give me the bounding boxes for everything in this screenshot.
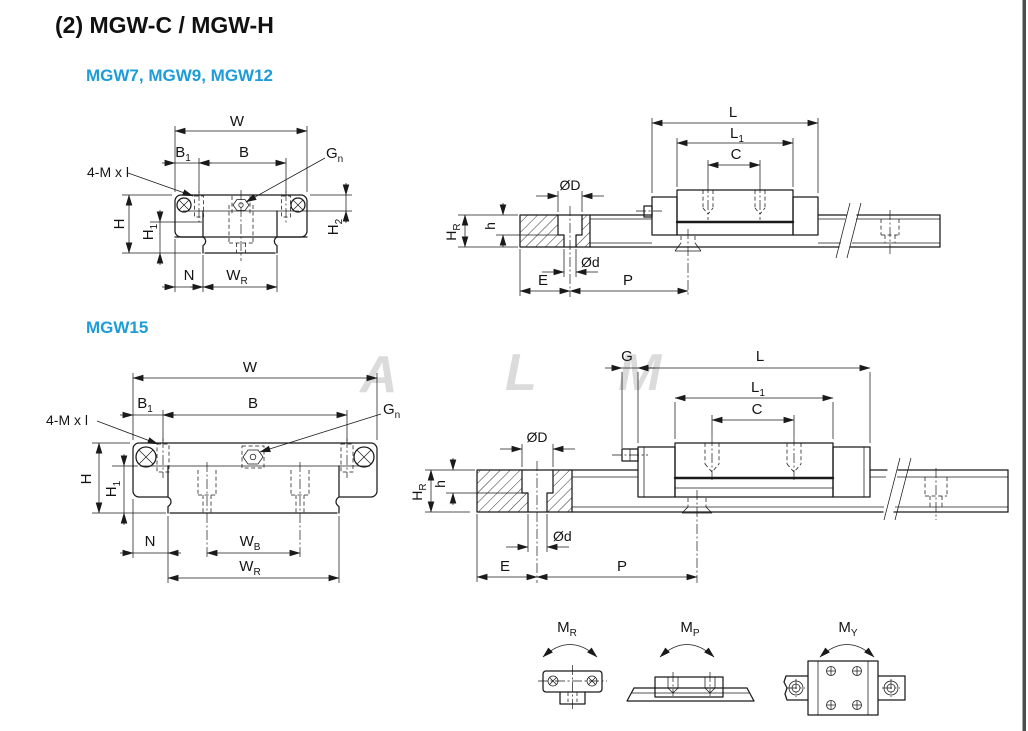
pitch-view-icon (627, 672, 754, 701)
oil-hole-icon (243, 450, 263, 464)
dim-label-w-front2: W (243, 359, 258, 376)
watermark: A L M (358, 344, 663, 404)
dim-label-p-side1: P (623, 272, 633, 289)
dim-label-h1-front1: H1 (140, 223, 160, 240)
mount-hole-icon (136, 447, 156, 467)
dim-label-g-side2: G (621, 348, 633, 365)
dim-label-hr-side1: HR (443, 223, 463, 240)
dim-label-od-side2: ØD (527, 429, 548, 445)
dim-label-p-side2: P (617, 558, 627, 575)
dim-label-b1-front2: B1 (137, 395, 153, 415)
dim-label-c-side1: C (731, 146, 742, 163)
dim-label-gn-front1: Gn (326, 145, 343, 165)
dim-label-c-side2: C (752, 401, 763, 418)
mount-hole-icon (177, 198, 191, 212)
watermark-letter-m: M (618, 344, 663, 402)
dim-label-od-side1: ØD (560, 177, 581, 193)
grease-nipple (644, 206, 652, 217)
dim-label-h-front1: H (111, 219, 128, 230)
dim-label-e-side1: E (538, 272, 548, 289)
dim-label-wr-front2: WR (239, 558, 260, 578)
dim-label-n-front2: N (145, 533, 156, 550)
dim-label-l-side1: L (729, 104, 737, 121)
pitch-moment-arrow-icon (659, 645, 715, 658)
dim-label-h1-front2: H1 (103, 480, 123, 497)
oil-hole-icon (233, 200, 249, 211)
moment-label-mp: MP (680, 619, 700, 639)
dim-label-4mxl-front2: 4-M x l (46, 412, 88, 428)
front-view-mgw7-9-12: W B1 B Gn 4-M x l H H1 H2 N (87, 113, 352, 292)
moment-label-my: MY (838, 619, 858, 639)
section-heading-mgw15: MGW15 (86, 318, 148, 337)
dim-label-h-side1: h (482, 222, 498, 230)
dim-label-h-side2: h (432, 480, 448, 488)
yaw-view-icon (784, 661, 905, 715)
dim-label-l1-side1: L1 (730, 125, 744, 145)
roll-moment-arrow-icon (542, 645, 598, 658)
side-view-mgw7-9-12: L L1 C ØD HR h Ød E P (443, 104, 940, 297)
watermark-letter-a: A (358, 346, 398, 404)
page-edge-line (1022, 0, 1026, 731)
dim-label-h-front2: H (78, 474, 95, 485)
mount-hole-icon (354, 447, 374, 467)
dim-label-wb-front2: WB (240, 533, 261, 553)
dim-label-odl-side2: Ød (553, 528, 572, 544)
dim-label-b1-front1: B1 (175, 144, 191, 164)
roll-view-icon (538, 665, 607, 710)
dim-label-l-side2: L (756, 348, 764, 365)
watermark-letter-l: L (505, 344, 537, 402)
dim-label-n-front1: N (184, 267, 195, 284)
dim-label-e-side2: E (500, 558, 510, 575)
dim-label-b-front1: B (239, 144, 249, 161)
front-view-mgw15: W B1 B Gn 4-M x l H H1 N WB WR (46, 359, 400, 583)
dim-label-w-front1: W (230, 113, 245, 130)
dim-label-4mxl-front1: 4-M x l (87, 164, 129, 180)
section-heading-mgw7-9-12: MGW7, MGW9, MGW12 (86, 66, 273, 85)
dim-label-b-front2: B (248, 395, 258, 412)
moment-diagrams: MR MP MY (538, 619, 905, 715)
mount-hole-icon (291, 198, 305, 212)
dim-label-gn-front2: Gn (383, 401, 400, 421)
dim-label-wr-front1: WR (226, 267, 247, 287)
moment-label-mr: MR (557, 619, 577, 639)
page-title: (2) MGW-C / MGW-H (55, 12, 274, 38)
dim-label-l1-side2: L1 (751, 379, 765, 399)
yaw-moment-arrow-icon (819, 645, 875, 658)
dim-label-odl-side1: Ød (581, 254, 600, 270)
dim-label-h2-front1: H2 (325, 218, 345, 235)
side-view-mgw15: G L L1 C ØD HR h Ød E P (409, 348, 1008, 583)
dim-label-hr-side2: HR (409, 483, 429, 500)
